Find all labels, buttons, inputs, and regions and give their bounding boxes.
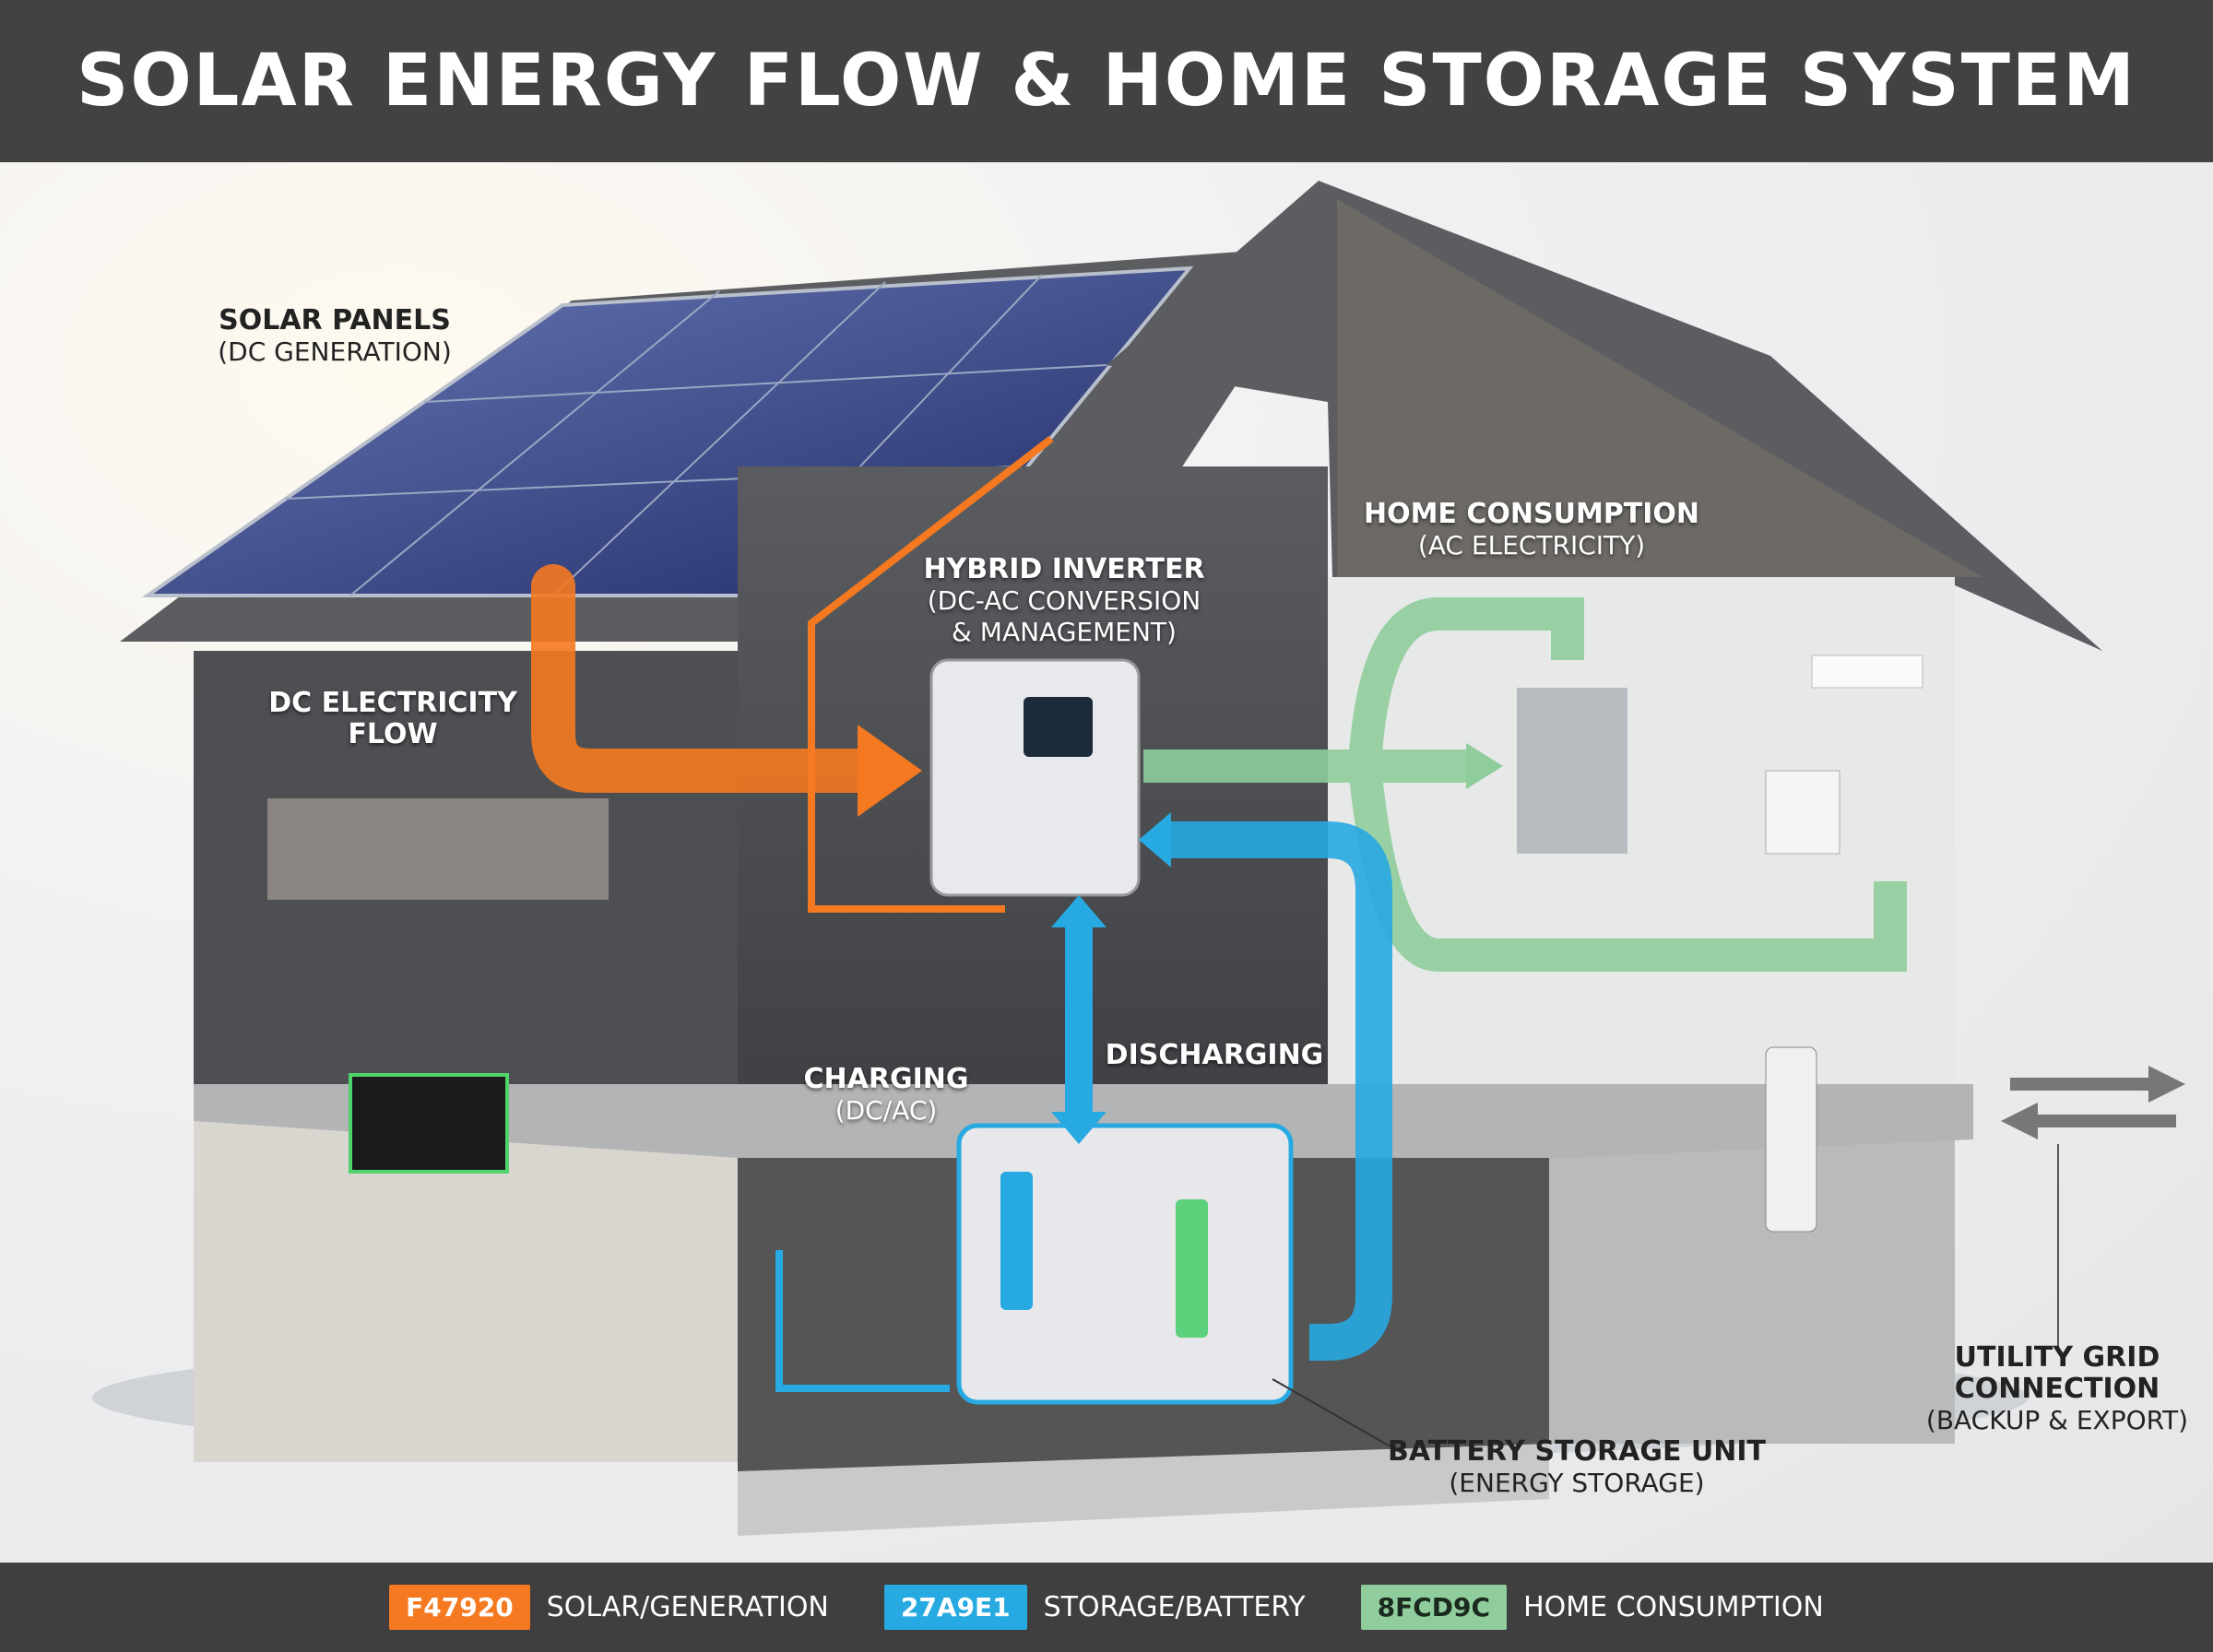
legend-swatch: 8FCD9C bbox=[1360, 1585, 1508, 1630]
refrigerator bbox=[1517, 688, 1627, 854]
legend-swatch: 27A9E1 bbox=[883, 1585, 1027, 1630]
down-arrowhead bbox=[1051, 1112, 1106, 1144]
battery-level-left bbox=[1000, 1172, 1033, 1310]
legend-label: SOLAR/GENERATION bbox=[546, 1591, 829, 1623]
home-consumption-label: HOME CONSUMPTION(AC ELECTRICITY) bbox=[1363, 498, 1700, 561]
television bbox=[349, 1073, 509, 1174]
home-flow-arrow bbox=[1143, 597, 1907, 972]
air-conditioner bbox=[1811, 655, 1923, 689]
discharging-arrow bbox=[1162, 821, 1392, 1361]
house-illustration: SOLAR PANELS(DC GENERATION) DC ELECTRICI… bbox=[0, 162, 2213, 1563]
hybrid-inverter-unit bbox=[929, 658, 1141, 897]
page-title: SOLAR ENERGY FLOW & HOME STORAGE SYSTEM bbox=[77, 40, 2136, 123]
inverter-label: HYBRID INVERTER(DC-AC CONVERSION& MANAGE… bbox=[923, 553, 1205, 648]
discharging-label: DISCHARGING bbox=[1105, 1039, 1324, 1071]
battery-leader-line bbox=[1272, 1378, 1402, 1454]
dc-flow-arrow bbox=[531, 564, 889, 793]
basement-floor bbox=[738, 1444, 1549, 1536]
title-bar: SOLAR ENERGY FLOW & HOME STORAGE SYSTEM bbox=[0, 0, 2213, 162]
garage bbox=[1549, 1112, 1955, 1444]
solar-panels-label: SOLAR PANELS(DC GENERATION) bbox=[218, 304, 452, 368]
bed bbox=[267, 798, 609, 900]
attic bbox=[1337, 199, 1982, 577]
up-arrowhead bbox=[1051, 895, 1106, 927]
legend-label: STORAGE/BATTERY bbox=[1043, 1591, 1306, 1623]
washing-machine bbox=[1765, 770, 1840, 855]
ev-charger bbox=[1765, 1046, 1817, 1233]
charging-label: CHARGING(DC/AC) bbox=[803, 1063, 969, 1127]
grid-exchange-arrows bbox=[2001, 1066, 2185, 1347]
legend-item-storage: 27A9E1 STORAGE/BATTERY bbox=[883, 1585, 1306, 1630]
dc-wire bbox=[808, 435, 1054, 913]
legend-item-home: 8FCD9C HOME CONSUMPTION bbox=[1360, 1585, 1824, 1630]
legend-label: HOME CONSUMPTION bbox=[1523, 1591, 1824, 1623]
battery-level-right bbox=[1176, 1199, 1208, 1338]
legend-swatch: F47920 bbox=[389, 1585, 530, 1630]
battery-storage-unit bbox=[956, 1123, 1294, 1405]
inverter-display bbox=[1024, 697, 1093, 757]
battery-label: BATTERY STORAGE UNIT(ENERGY STORAGE) bbox=[1387, 1435, 1767, 1499]
legend-item-solar: F47920 SOLAR/GENERATION bbox=[389, 1585, 829, 1630]
dc-flow-arrowhead bbox=[858, 725, 922, 817]
charging-wire bbox=[775, 1250, 950, 1392]
house-cutaway-drawing bbox=[92, 181, 2185, 1536]
discharging-arrowhead bbox=[1139, 812, 1171, 867]
legend-bar: F47920 SOLAR/GENERATION 27A9E1 STORAGE/B… bbox=[0, 1563, 2213, 1652]
home-flow-arrowhead bbox=[1466, 743, 1503, 789]
